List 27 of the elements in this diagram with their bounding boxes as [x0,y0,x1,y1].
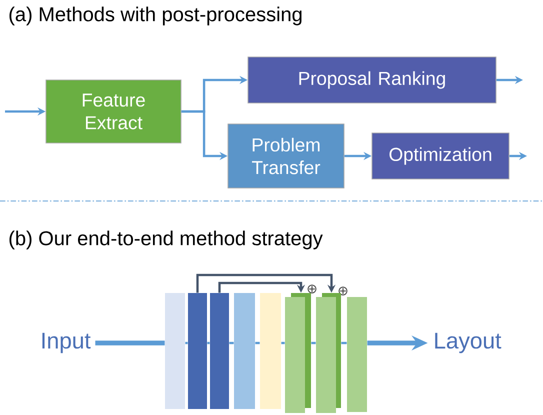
flow-line [311,342,316,344]
skip-connection-arrow [196,274,336,293]
layer-bar [165,293,185,409]
layer-bar [260,293,281,409]
plus-symbol: ⊕ [308,284,316,294]
flow-line [255,342,260,344]
layer-bar [285,297,305,413]
layer-bar [210,293,229,409]
process-box: Optimization [372,132,510,180]
layer-bar [188,293,207,409]
flow-line [341,342,347,344]
layer-bar [234,293,255,409]
input-label: Input [42,332,91,354]
output-label: Layout [435,332,502,354]
heading: (b) Our end-to-end method strategy [10,230,323,250]
process-box: Problem Transfer [228,124,344,188]
flow-line [207,342,210,344]
layer-bar [347,297,367,412]
flow-line [281,342,285,344]
flow-line [95,340,165,346]
feature-box: Feature Extract [46,80,182,144]
layer-bar [316,297,336,413]
skip-connection-arrow [218,282,306,293]
heading: (a) Methods with post-processing [10,6,302,26]
flow-line [229,342,234,344]
process-box: Proposal Ranking [248,56,496,104]
flow-line [185,342,188,344]
